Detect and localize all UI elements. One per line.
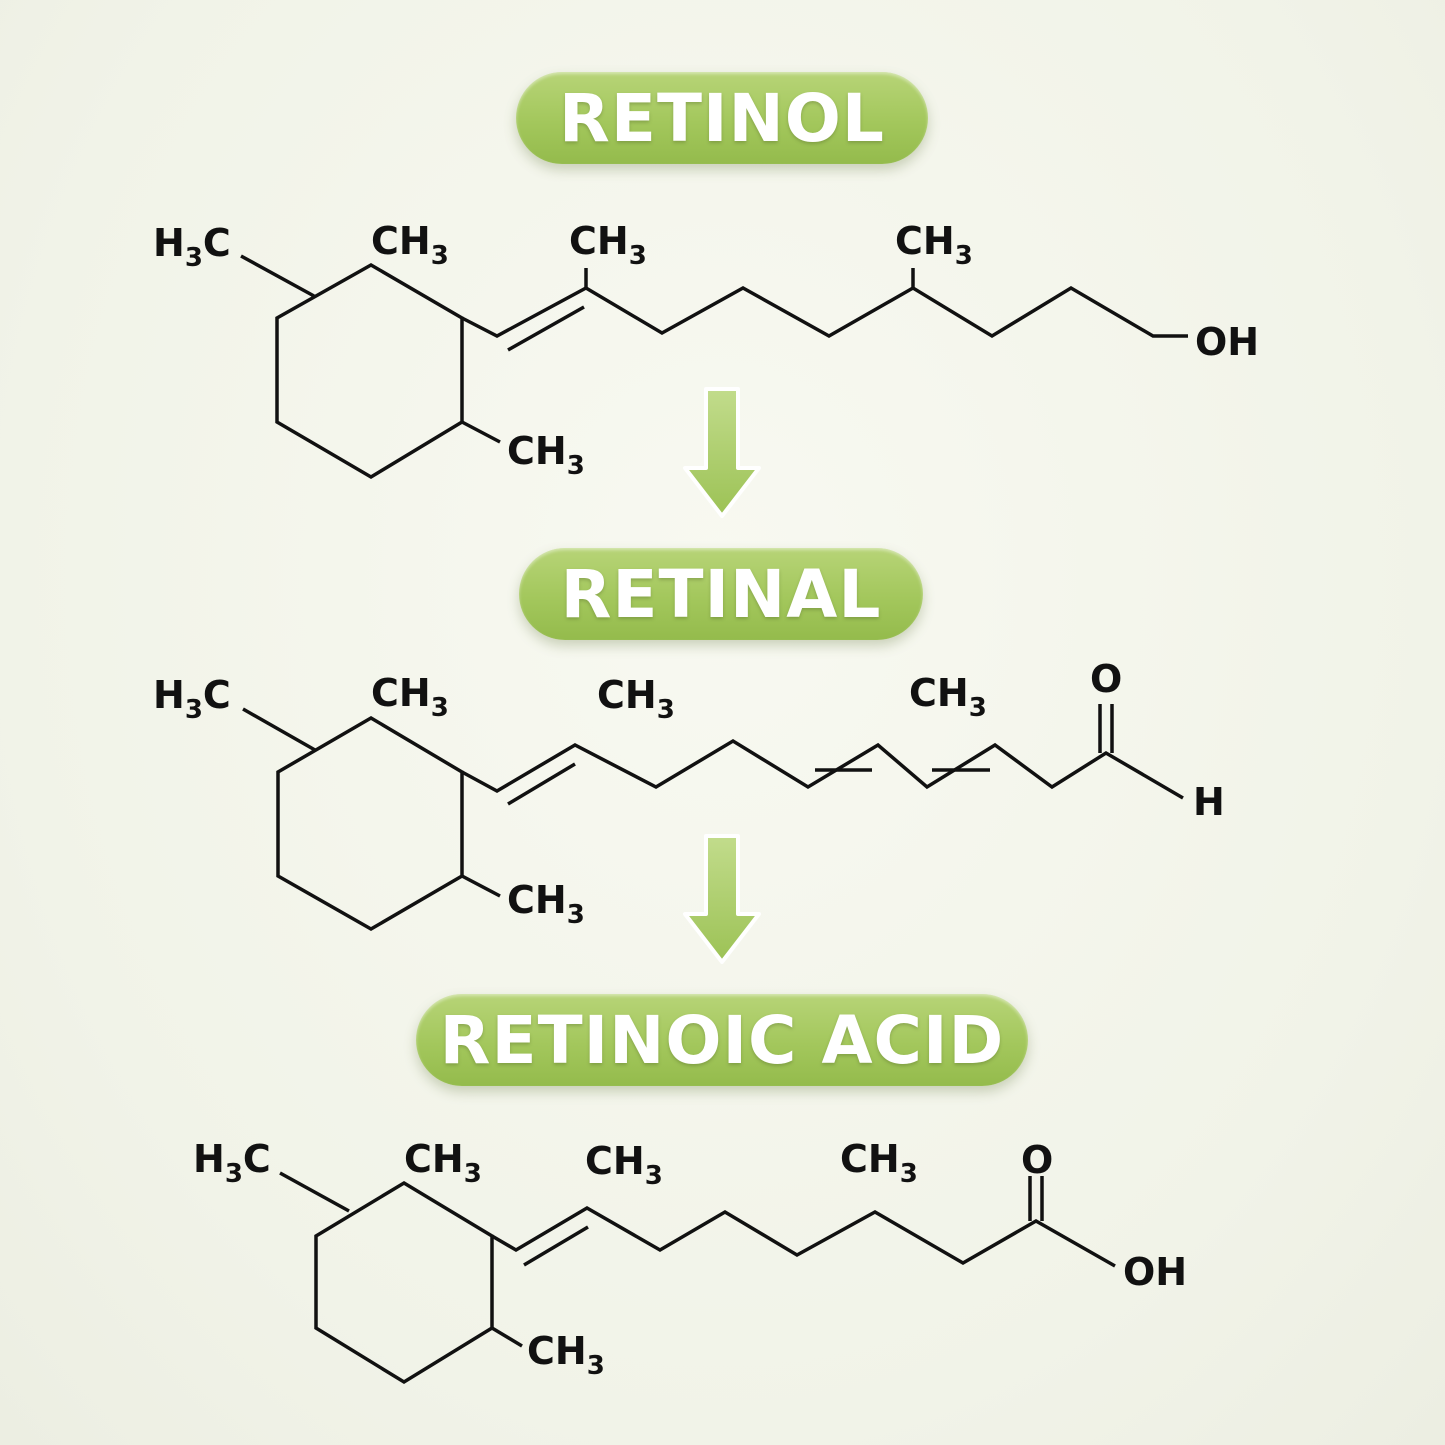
retinol-ring [275,262,464,480]
retinoic-acid-ch3-chain2-label: CH3 [840,1137,918,1189]
retinol-structure: H3C CH3 CH3 CH3 CH3 OH [153,219,1259,481]
retinal-ch3-ring-top-label: CH3 [371,671,449,723]
title-retinal-text: RETINAL [560,555,882,633]
retinol-ch3-chain1-label: CH3 [569,219,647,271]
retinal-hydrogen-label: H [1193,780,1225,824]
retinol-ch3-chain2-label: CH3 [895,219,973,271]
title-retinol-text: RETINOL [559,79,885,157]
retinoic-acid-structure: H3C CH3 CH3 CH3 CH3 O OH [193,1137,1187,1385]
retinoic-acid-bond-ch3-bottom [491,1326,523,1348]
retinal-structure: H3C CH3 CH3 CH3 CH3 O H [153,657,1225,932]
retinol-bond-ch3-bottom [461,420,501,444]
retinal-double-bond-1 [507,762,576,806]
retinol-ch3-ring-top-label: CH3 [371,219,449,271]
retinoic-acid-h3c-label: H3C [193,1137,271,1189]
retinol-h3c-label: H3C [153,221,231,273]
down-arrow-icon [683,387,761,518]
retinal-ch3-chain1-label: CH3 [597,673,675,725]
retinoic-acid-ring [314,1180,494,1385]
retinol-bond-h3c [240,254,315,298]
title-retinal: RETINAL [519,548,923,640]
retinoic-acid-ch3-ring-top-label: CH3 [404,1137,482,1189]
retinal-bond-ch3-bottom [461,874,501,898]
retinal-ring [276,715,464,932]
title-retinol: RETINOL [516,72,928,164]
retinal-ch3-chain2-label: CH3 [909,671,987,723]
retinal-chain [461,738,1184,800]
title-retinoic-acid-text: RETINOIC ACID [439,1001,1005,1079]
retinol-oh-label: OH [1195,320,1259,364]
retinal-oxygen-label: O [1090,657,1122,701]
retinoic-acid-chain [491,1205,1116,1268]
retinoic-acid-ch3-chain1-label: CH3 [585,1139,663,1191]
retinol-ch3-ring-bottom-label: CH3 [507,429,585,481]
retinoic-acid-oxygen-label: O [1021,1138,1053,1182]
retinoic-acid-double-bond [523,1225,589,1267]
retinoic-acid-oh-label: OH [1123,1250,1187,1294]
retinol-chain [461,285,1188,339]
retinal-bond-h3c [242,707,316,752]
down-arrow-icon [683,834,761,964]
retinoic-acid-ch3-ring-bottom-label: CH3 [527,1329,605,1381]
title-retinoic-acid: RETINOIC ACID [416,994,1028,1086]
retinal-ch3-ring-bottom-label: CH3 [507,878,585,930]
retinol-double-bond [507,305,585,352]
retinoic-acid-bond-h3c [279,1171,350,1213]
retinal-h3c-label: H3C [153,673,231,725]
